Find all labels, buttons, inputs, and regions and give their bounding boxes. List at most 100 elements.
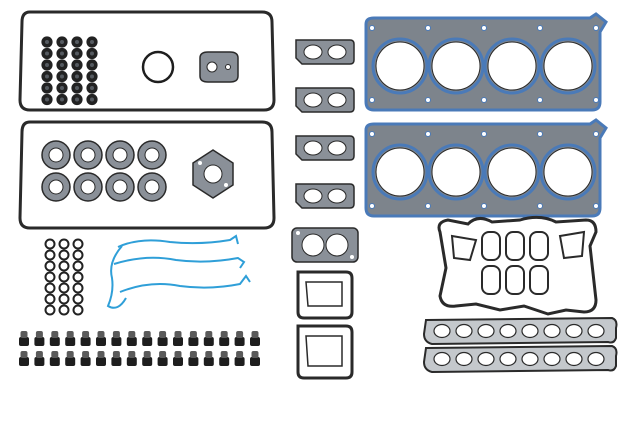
cylinder-bore-ring [427, 37, 485, 95]
upper-valve-cover-outline [18, 10, 276, 112]
grommet-hole [75, 74, 79, 79]
spark-plug-seal-hole [80, 179, 96, 195]
valve-stem-seal-body [234, 357, 245, 366]
small-oring [72, 260, 84, 272]
valve-stem-seal-body [96, 357, 106, 366]
lower-intake-port [455, 351, 473, 367]
valve-stem-seal-body [142, 337, 153, 346]
valve-stem-seal-tip [220, 331, 228, 338]
large-oring [141, 50, 175, 84]
grommet-hole [90, 51, 94, 56]
valve-stem-seal-body [65, 337, 76, 346]
valve-stem-seal-tip [205, 331, 213, 338]
small-oring [44, 293, 56, 305]
valve-stem-seal-body [203, 337, 214, 346]
lower-intake-port [477, 323, 495, 339]
exhaust-port [303, 140, 323, 156]
small-oring [44, 249, 56, 261]
cylinder-bore [543, 147, 593, 197]
valve-stem-seal-tip [174, 351, 182, 358]
grommet-hole [60, 40, 64, 44]
valve-stem-seal-tip [143, 351, 151, 358]
valve-stem-seal-body [173, 357, 183, 366]
grommet-hole [90, 97, 94, 102]
intake-port [529, 231, 549, 261]
small-oring [72, 293, 84, 305]
lower-intake-port [587, 323, 605, 339]
spark-plug-seals [41, 140, 167, 202]
valve-stem-seal-body [19, 357, 29, 366]
valve-stem-seal-tip [189, 331, 197, 338]
small-oring [44, 260, 56, 272]
throttle-body-gasket [291, 227, 359, 263]
valve-stem-seal-body [49, 357, 60, 366]
head-bolt-hole [593, 131, 599, 137]
valve-stem-seal-body [111, 337, 122, 346]
head-bolt-hole [369, 25, 375, 31]
valve-stem-seal-tip [112, 351, 120, 358]
valve-stem-seal-body [126, 357, 137, 366]
lower-intake-port [521, 323, 539, 339]
valve-stem-seal-body [188, 337, 199, 346]
grommet-hole [45, 86, 49, 90]
valve-stem-seal-body [157, 357, 168, 366]
head-bolt-hole [537, 97, 543, 103]
valve-stem-seal-body [219, 357, 230, 366]
head-bolt-hole [593, 25, 599, 31]
lower-intake-port [477, 351, 495, 367]
grommet-hole [45, 40, 49, 44]
valve-stem-seal-tip [251, 351, 259, 358]
valve-stem-seal-tip [66, 331, 74, 338]
valve-stem-seal-body [80, 357, 91, 366]
cylinder-head-gasket-upper [364, 12, 608, 112]
small-oring [58, 260, 70, 272]
valve-stem-seal-tip [236, 351, 244, 358]
intake-port [505, 231, 525, 261]
head-bolt-hole [425, 97, 431, 103]
small-oring [72, 271, 84, 283]
valve-stem-seal-tip [97, 351, 105, 358]
valve-stem-seal-tip [159, 351, 167, 358]
head-bolt-hole [593, 203, 599, 209]
valve-stem-seal-tip [112, 331, 120, 338]
lower-intake-gasket [422, 344, 618, 374]
water-outlet-gasket-1 [296, 270, 354, 320]
small-oring [72, 249, 84, 261]
intake-port [481, 231, 501, 261]
cylinder-bore-ring [539, 143, 597, 201]
valve-stem-seal-body [173, 337, 183, 346]
lower-intake-port [433, 323, 451, 339]
small-oring [72, 282, 84, 294]
valve-stem-seal-tip [174, 331, 182, 338]
head-bolt-hole [537, 131, 543, 137]
lower-intake-gasket [422, 316, 618, 346]
valve-stem-seal-body [96, 337, 106, 346]
front-cover-seal-4 [106, 245, 127, 309]
grommet-hole [45, 63, 49, 67]
valve-stem-seal-body [126, 337, 137, 346]
spark-plug-seal-hole [80, 147, 96, 163]
head-bolt-hole [481, 97, 487, 103]
head-bolt-hole [369, 97, 375, 103]
valve-stem-seal-tip [97, 331, 105, 338]
valve-stem-seal-body [65, 357, 76, 366]
grommet-hole [90, 63, 94, 67]
grommet-hole [45, 74, 49, 79]
small-oring [72, 304, 84, 316]
exhaust-port [327, 92, 347, 108]
lower-intake-gaskets [422, 316, 618, 374]
lower-intake-port [521, 351, 539, 367]
head-bolt-hole [481, 131, 487, 137]
cylinder-bore [375, 147, 425, 197]
valve-stem-seal-body [19, 337, 29, 346]
valve-stem-seal-tip [143, 331, 151, 338]
spark-plug-seal-hole [144, 147, 160, 163]
valve-stem-seal-body [49, 337, 60, 346]
grommet-hole [60, 86, 64, 90]
cylinder-bore [487, 41, 537, 91]
grommet-hole [75, 63, 79, 67]
upper-intake-gasket [437, 215, 598, 316]
intake-port [558, 230, 586, 260]
